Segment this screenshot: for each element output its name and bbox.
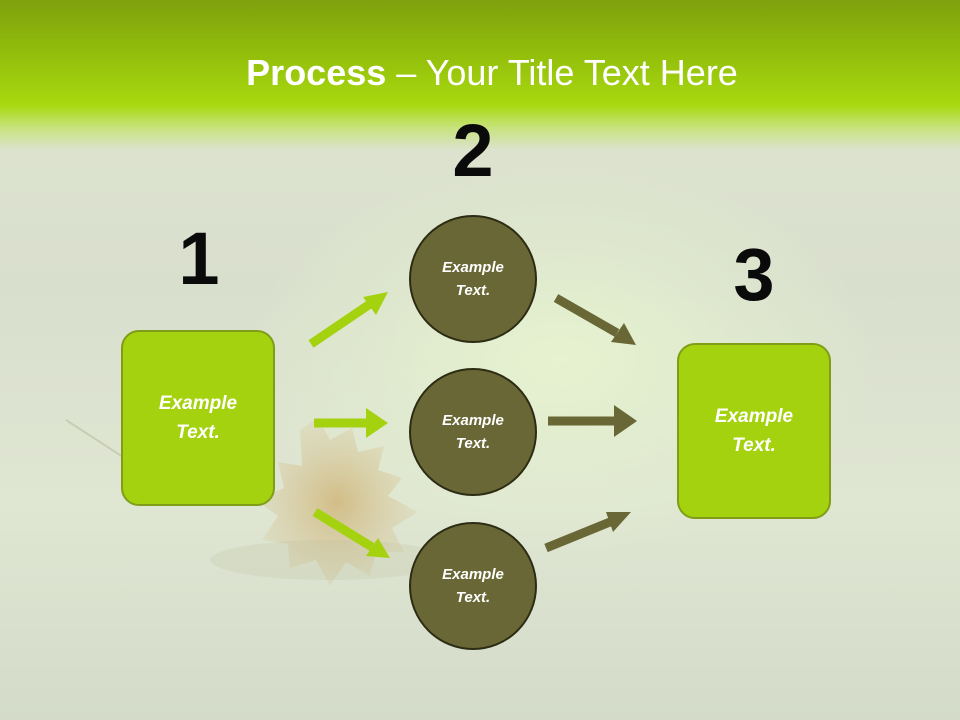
arrow-1-to-2-bottom	[312, 508, 390, 558]
arrow-1-to-2-top	[308, 292, 388, 348]
step-2-circle-middle-text: Example Text.	[442, 412, 504, 452]
arrow-2-middle-to-3	[548, 405, 637, 437]
step-1-number: 1	[178, 217, 220, 300]
step-1-box: Example Text.	[121, 330, 275, 506]
step-2-circle-bottom: Example Text.	[409, 522, 537, 650]
arrow-2-top-to-3	[553, 294, 636, 345]
step-2-circle-top-text: Example Text.	[442, 259, 504, 299]
title-band	[0, 0, 960, 150]
title-rest: – Your Title Text Here	[386, 52, 738, 93]
title-bold: Process	[246, 52, 387, 93]
step-3-number: 3	[733, 233, 775, 316]
step-1-box-text: Example Text.	[158, 393, 238, 443]
step-3-box: Example Text.	[677, 343, 831, 519]
step-2-circle-middle: Example Text.	[409, 368, 537, 496]
step-2-circle-bottom-text: Example Text.	[442, 566, 504, 606]
slide-title: Process – Your Title Text Here	[0, 52, 960, 94]
step-2-number: 2	[452, 109, 494, 192]
step-3-box-text: Example Text.	[714, 406, 794, 456]
arrow-1-to-2-middle	[314, 408, 388, 438]
step-2-circle-top: Example Text.	[409, 215, 537, 343]
arrow-2-bottom-to-3	[544, 512, 631, 553]
